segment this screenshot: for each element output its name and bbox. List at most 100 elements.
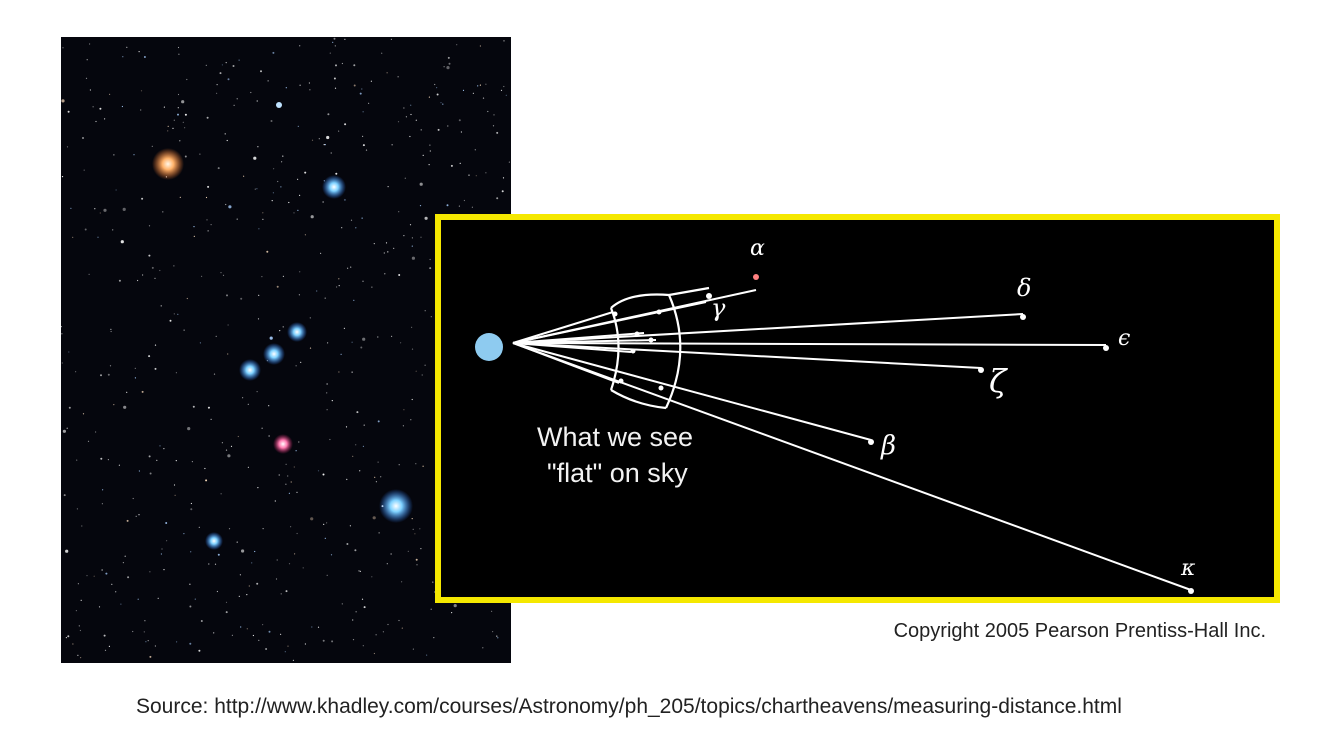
faint-star <box>169 319 172 322</box>
faint-star <box>112 229 114 231</box>
faint-star <box>214 563 217 565</box>
faint-star <box>113 404 115 406</box>
faint-star <box>67 635 70 638</box>
faint-star <box>206 219 208 221</box>
faint-star <box>451 612 453 614</box>
faint-star <box>359 92 362 95</box>
faint-star <box>410 419 412 421</box>
faint-star <box>86 59 88 61</box>
faint-star <box>238 59 240 61</box>
faint-star <box>317 470 320 472</box>
faint-star <box>333 37 336 40</box>
faint-star <box>178 53 180 55</box>
faint-star <box>362 144 365 147</box>
faint-star <box>345 426 348 428</box>
faint-star <box>430 316 432 318</box>
star-beta-dot <box>868 439 874 445</box>
faint-star <box>138 51 140 53</box>
faint-star <box>411 245 413 247</box>
faint-star <box>432 581 434 583</box>
faint-star <box>436 87 438 89</box>
faint-star <box>485 172 487 174</box>
faint-star <box>411 518 413 520</box>
faint-star <box>122 207 126 211</box>
faint-star <box>282 155 284 157</box>
faint-star <box>143 631 145 633</box>
faint-star <box>256 100 258 102</box>
faint-star <box>397 121 400 123</box>
faint-star <box>401 581 403 583</box>
short-ray-5 <box>512 339 657 344</box>
faint-star <box>75 371 77 373</box>
faint-star <box>343 327 345 329</box>
belt-star-alnitak <box>239 359 261 381</box>
faint-star <box>177 46 180 49</box>
faint-star <box>447 125 449 127</box>
faint-star <box>282 275 284 277</box>
faint-star <box>110 328 112 330</box>
faint-star <box>284 651 286 653</box>
faint-star <box>103 208 107 212</box>
caption-flat-on-sky: "flat" on sky <box>547 458 688 488</box>
faint-star <box>322 473 325 476</box>
faint-star <box>354 549 357 552</box>
shell-bottom-edge <box>610 389 667 410</box>
faint-star <box>182 121 184 123</box>
faint-star <box>403 409 405 411</box>
faint-star <box>362 445 364 447</box>
faint-star <box>189 583 191 585</box>
faint-star <box>491 610 493 612</box>
star-zeta-dot <box>978 367 984 373</box>
faint-star <box>76 508 78 510</box>
faint-star <box>147 640 149 642</box>
faint-star <box>311 626 313 628</box>
faint-star <box>492 631 494 633</box>
label-kappa: κ <box>1180 556 1196 581</box>
faint-star <box>411 348 414 350</box>
faint-star <box>299 45 301 47</box>
faint-star <box>365 149 368 151</box>
faint-star <box>225 449 228 451</box>
faint-star <box>163 448 165 450</box>
faint-star <box>304 643 306 645</box>
short-ray-1 <box>512 311 614 344</box>
faint-star <box>384 273 386 275</box>
faint-star <box>285 483 287 485</box>
faint-star <box>199 153 201 155</box>
faint-star <box>496 131 499 134</box>
faint-star <box>62 429 66 433</box>
faint-star <box>346 543 349 545</box>
faint-star <box>407 550 409 553</box>
faint-star <box>193 235 195 237</box>
faint-star <box>424 364 426 366</box>
gamma-offset-line <box>668 286 710 297</box>
faint-star <box>353 64 356 67</box>
faint-star <box>238 595 240 598</box>
faint-star <box>493 114 495 116</box>
faint-star <box>127 576 130 579</box>
faint-star <box>256 582 259 585</box>
faint-star <box>239 574 241 576</box>
faint-star <box>503 85 505 88</box>
faint-star <box>222 274 225 276</box>
faint-star <box>403 107 405 109</box>
faint-star <box>240 297 243 300</box>
faint-star <box>97 236 99 238</box>
faint-star <box>292 659 294 662</box>
faint-star <box>137 598 139 600</box>
faint-star <box>309 347 312 349</box>
faint-star <box>154 344 157 346</box>
faint-star <box>397 76 399 78</box>
faint-star <box>121 105 123 108</box>
faint-star <box>166 540 168 542</box>
betelgeuse-star <box>152 148 184 180</box>
distance-diagram: α γ δ ϵ ζ β κ What we see "flat" on sky <box>435 214 1280 603</box>
faint-star <box>225 62 227 64</box>
faint-star <box>288 201 290 204</box>
faint-star <box>414 533 416 535</box>
faint-star <box>145 641 147 643</box>
faint-star <box>288 492 290 494</box>
faint-star <box>310 215 314 219</box>
faint-star <box>101 503 103 505</box>
faint-star <box>324 144 326 146</box>
